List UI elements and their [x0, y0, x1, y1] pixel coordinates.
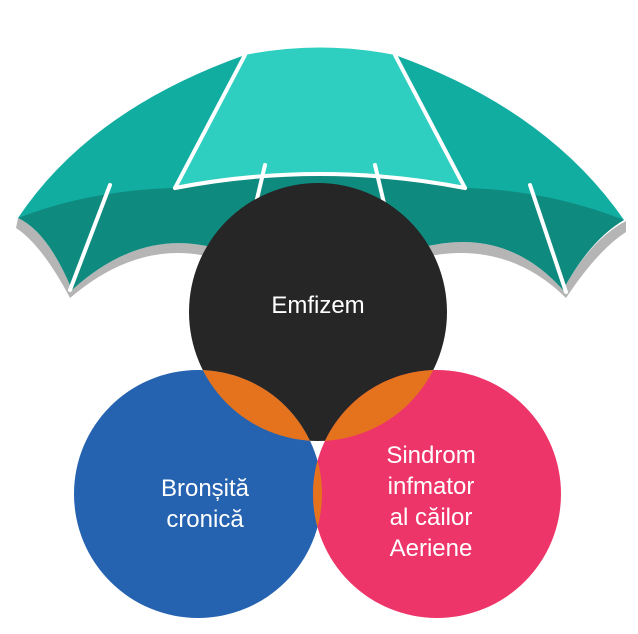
label-emfizem: Emfizem	[238, 290, 398, 321]
label-sindrom-line-3: al căilor	[389, 504, 473, 531]
circle-emfizem	[189, 183, 447, 441]
label-bronsita-line-2: cronică	[166, 506, 244, 533]
umbrella-canopy-right	[395, 55, 624, 220]
umbrella-canopy-center	[175, 47, 465, 188]
label-sindrom: Sindrom infmator al căilor Aeriene	[351, 440, 511, 564]
label-sindrom-line-4: Aeriene	[389, 535, 473, 562]
circle-sindrom-inflamator	[313, 370, 561, 618]
label-sindrom-line-2: infmator	[387, 473, 475, 500]
umbrella-ribs	[68, 53, 568, 294]
label-sindrom-line-1: Sindrom	[386, 442, 476, 469]
circle-bronsita-cronica	[74, 370, 322, 618]
label-bronsita-cronica: Bronșită cronică	[125, 473, 285, 535]
umbrella-canopy-left	[18, 55, 245, 218]
label-bronsita-line-1: Bronșită	[160, 475, 250, 502]
venn-circles	[74, 183, 561, 618]
label-emfizem-line-1: Emfizem	[271, 292, 365, 319]
